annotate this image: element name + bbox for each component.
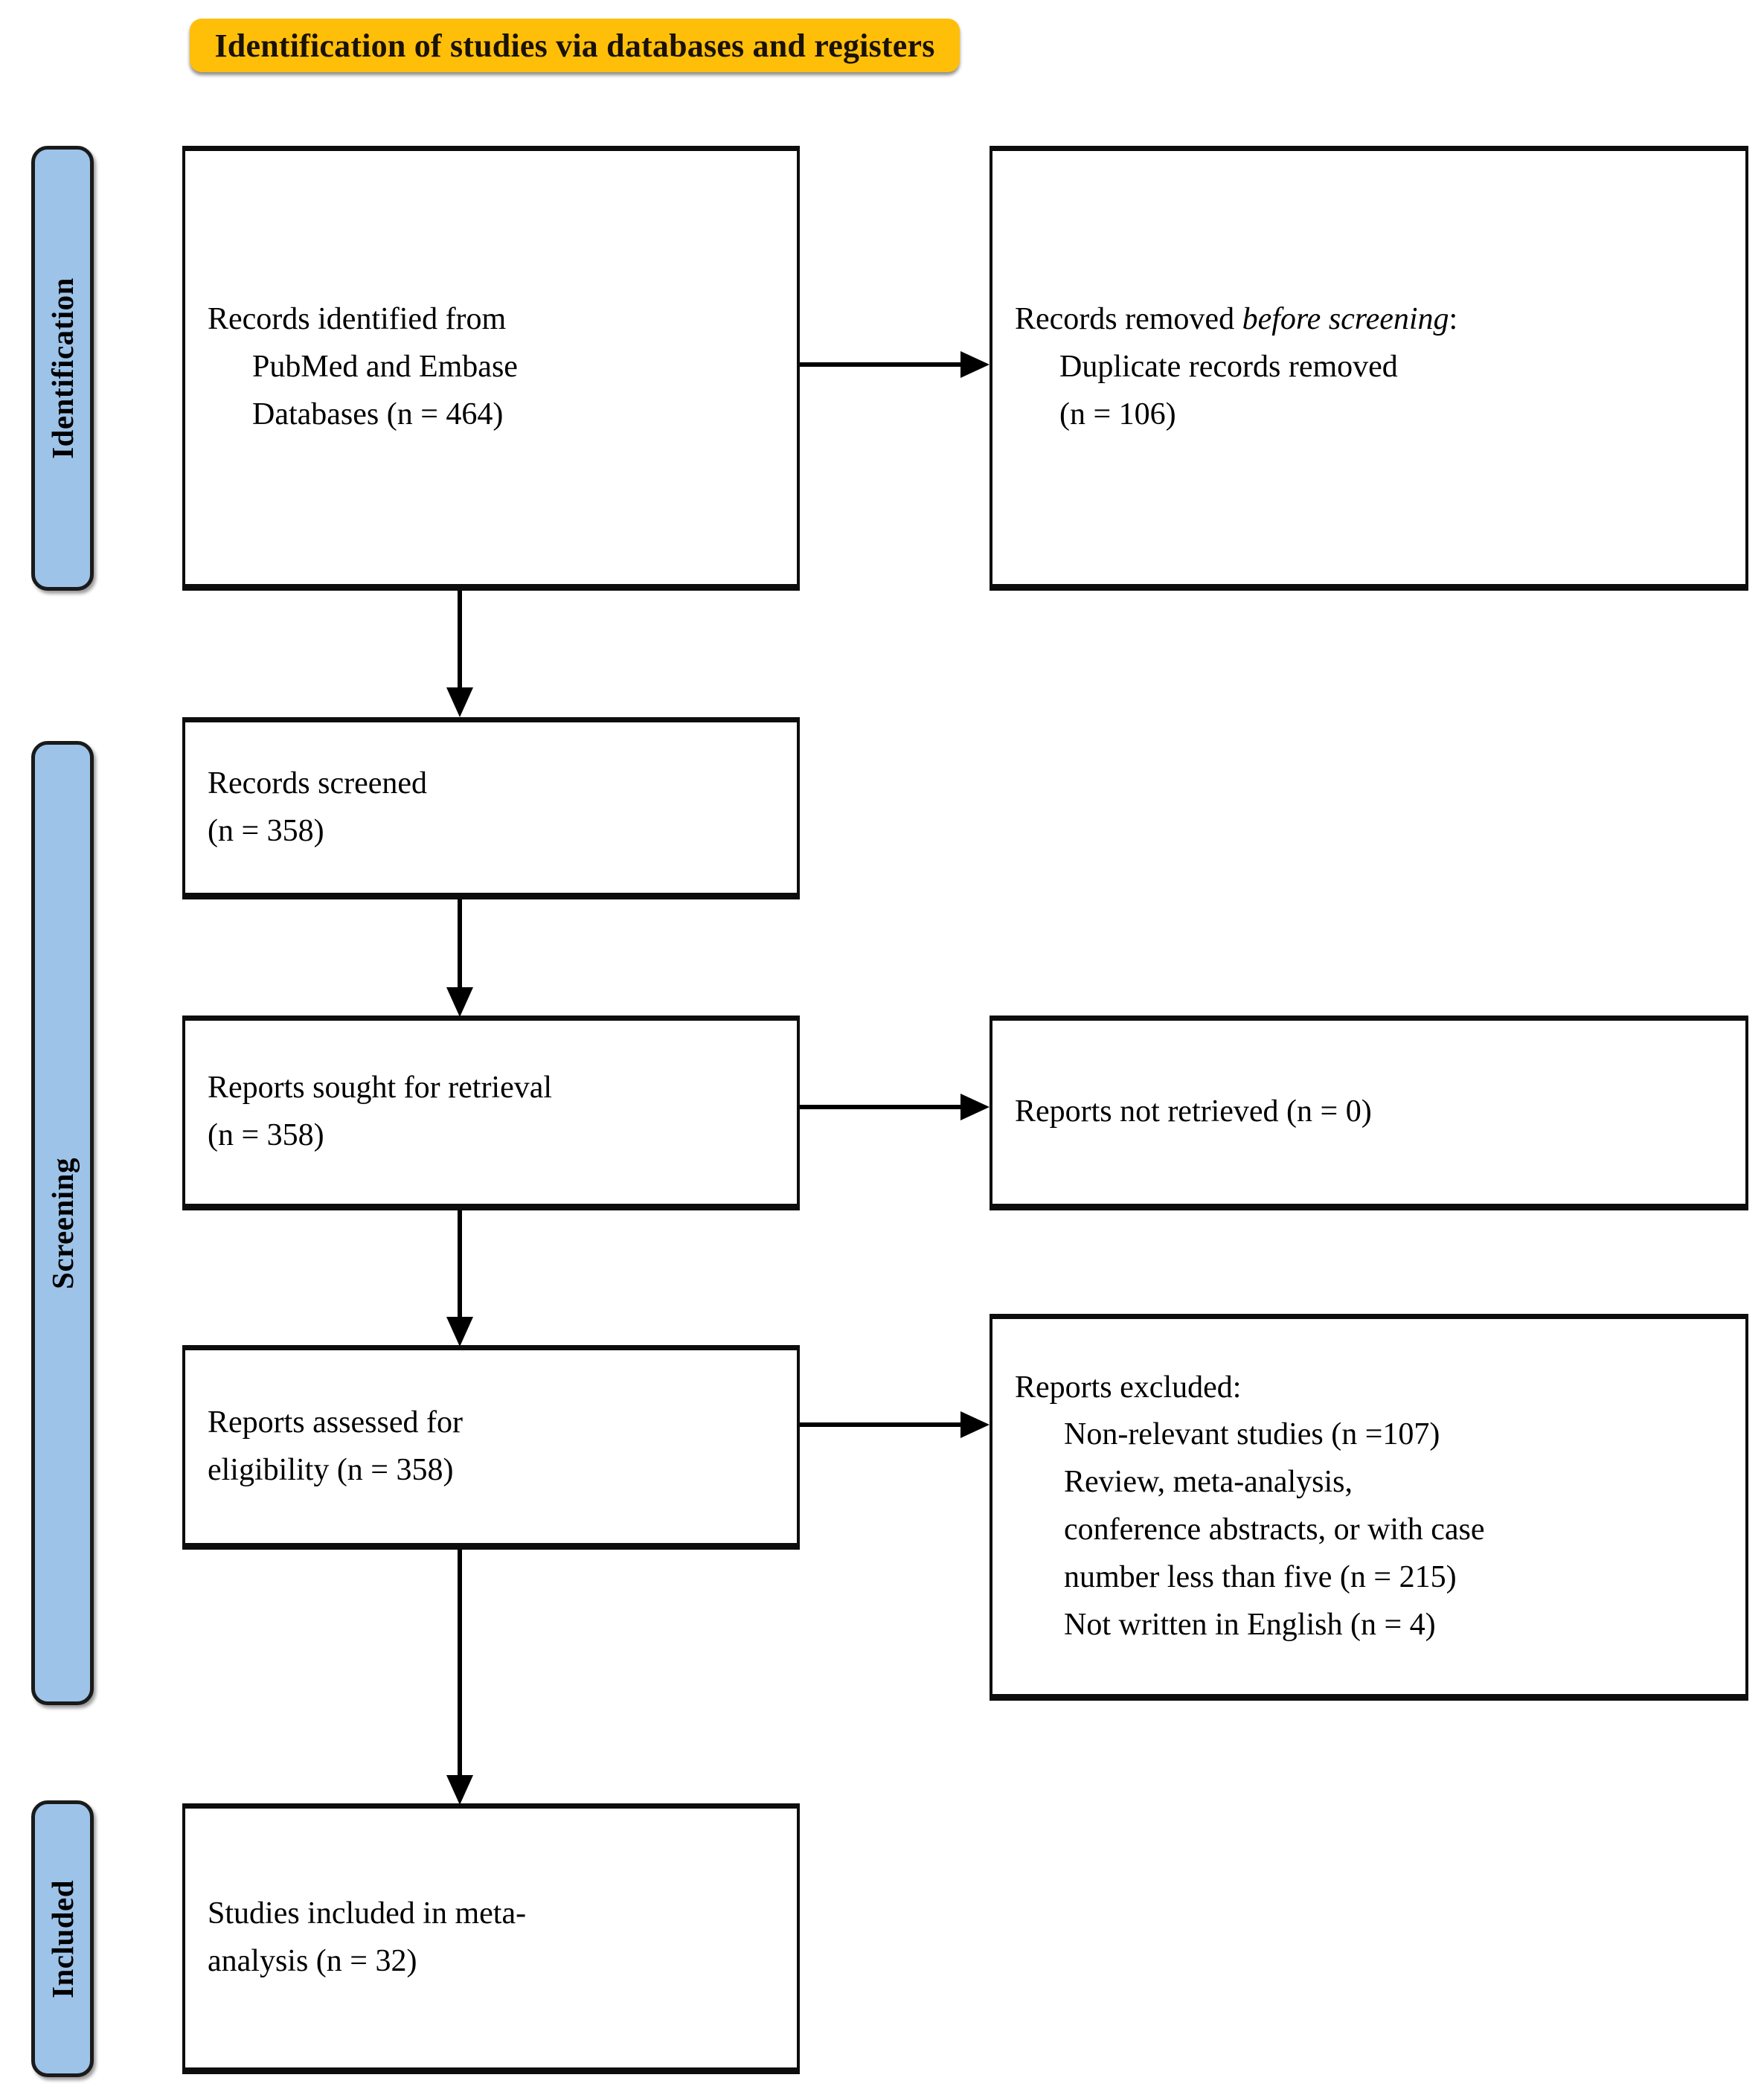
records-identified-line-3: Databases (n = 464): [252, 397, 504, 431]
records-removed-line-1: Records removed before screening:: [1015, 296, 1723, 344]
stage-label-screening: Screening: [31, 741, 94, 1705]
arrow-identified-to-screened-icon: [445, 591, 475, 719]
box-reports-sought: Reports sought for retrieval (n = 358): [182, 1016, 800, 1210]
stage-label-included: Included: [31, 1800, 94, 2077]
reports-excluded-line-2: Non-relevant studies (n =107): [1064, 1417, 1440, 1452]
reports-excluded-line-3: Review, meta-analysis,: [1064, 1465, 1353, 1500]
arrow-identified-to-removed-icon: [800, 350, 992, 379]
reports-not-retrieved-line-1: Reports not retrieved (n = 0): [1015, 1094, 1372, 1129]
arrow-screened-to-sought-icon: [445, 899, 475, 1018]
records-removed-line-3: (n = 106): [1059, 397, 1176, 431]
stage-identification-text: Identification: [45, 277, 80, 459]
box-reports-assessed: Reports assessed for eligibility (n = 35…: [182, 1345, 800, 1550]
records-identified-line-2: PubMed and Embase: [252, 350, 518, 385]
records-identified-line-1: Records identified from: [208, 302, 507, 337]
arrow-sought-to-assessed-icon: [445, 1210, 475, 1348]
stage-included-text: Included: [45, 1879, 80, 1998]
box-records-screened: Records screened (n = 358): [182, 717, 800, 899]
arrow-assessed-to-included-icon: [445, 1550, 475, 1806]
reports-excluded-line-4: conference abstracts, or with case: [1064, 1512, 1485, 1547]
arrow-assessed-to-excluded-icon: [800, 1410, 992, 1440]
studies-included-line-1: Studies included in meta-: [208, 1896, 527, 1931]
records-removed-prefix: Records removed: [1015, 302, 1242, 337]
reports-excluded-line-1: Reports excluded:: [1015, 1370, 1242, 1405]
reports-excluded-line-5: number less than five (n = 215): [1064, 1559, 1457, 1594]
banner-title: Identification of studies via databases …: [214, 27, 935, 64]
diagram-banner: Identification of studies via databases …: [190, 19, 960, 72]
reports-assessed-line-1: Reports assessed for: [208, 1405, 463, 1440]
records-removed-suffix: :: [1449, 302, 1458, 337]
arrow-sought-to-not-retrieved-icon: [800, 1092, 992, 1122]
records-removed-italic: before screening: [1242, 302, 1449, 337]
box-records-removed: Records removed before screening: Duplic…: [990, 146, 1748, 591]
stage-label-identification: Identification: [31, 146, 94, 591]
records-screened-line-2: (n = 358): [208, 813, 324, 848]
records-removed-line-2: Duplicate records removed: [1059, 350, 1398, 385]
box-reports-excluded: Reports excluded: Non-relevant studies (…: [990, 1314, 1748, 1701]
box-records-identified: Records identified from PubMed and Embas…: [182, 146, 800, 591]
reports-sought-line-2: (n = 358): [208, 1118, 324, 1152]
reports-excluded-line-6: Not written in English (n = 4): [1064, 1607, 1436, 1642]
reports-assessed-line-2: eligibility (n = 358): [208, 1452, 454, 1487]
box-studies-included: Studies included in meta- analysis (n = …: [182, 1803, 800, 2074]
records-screened-line-1: Records screened: [208, 766, 428, 801]
studies-included-line-2: analysis (n = 32): [208, 1944, 417, 1978]
box-reports-not-retrieved: Reports not retrieved (n = 0): [990, 1016, 1748, 1210]
reports-sought-line-1: Reports sought for retrieval: [208, 1071, 553, 1106]
stage-screening-text: Screening: [45, 1157, 80, 1289]
